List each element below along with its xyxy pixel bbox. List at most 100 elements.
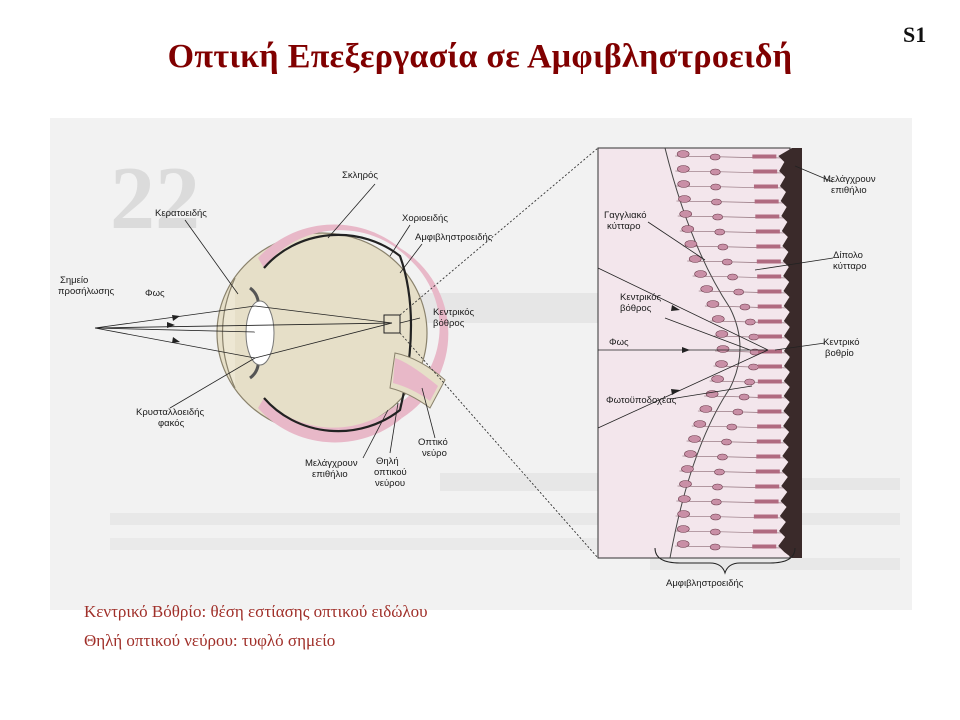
ganglion-cell (688, 435, 701, 443)
bipolar-cell (711, 498, 722, 506)
photoreceptor (757, 379, 782, 384)
retina-labels: Μελάγχρουν επιθήλιο Γαγγλιακό κύτταρο Δί… (604, 174, 876, 589)
bipolar-cell (710, 168, 721, 176)
label-optic-disc-1: Θηλή (376, 456, 399, 467)
caption-optic-disc: Θηλή οπτικού νεύρου: τυφλό σημείο (84, 631, 336, 650)
photoreceptor (757, 409, 782, 414)
label-ganglion-cell-2: κύτταρο (607, 221, 641, 232)
ganglion-cell (681, 465, 694, 473)
photoreceptor (756, 244, 781, 249)
ganglion-cell (681, 225, 695, 233)
label-bipolar-cell-1: Δίπολο (833, 250, 863, 261)
photoreceptor (757, 334, 782, 339)
eye-labels: Σκληρός Κερατοειδής Χοριοειδής Αμφιβληστ… (58, 170, 493, 489)
label-pigment-epithelium-1: Μελάγχρουν (305, 458, 358, 469)
label-sclera: Σκληρός (342, 170, 378, 181)
label-photoreceptors: Φωτοϋποδοχέας (606, 395, 677, 406)
label-fovea-2: βόθρος (433, 318, 465, 329)
ganglion-cell (716, 345, 730, 353)
bipolar-cell (721, 438, 732, 446)
photoreceptor (757, 319, 782, 324)
ganglion-cell (677, 510, 690, 518)
bipolar-cell (726, 423, 738, 431)
retina-detail (597, 147, 802, 575)
label-ganglion-cell-1: Γαγγλιακό (604, 210, 647, 221)
bipolar-cell (712, 213, 724, 221)
slide-number: S1 (903, 22, 927, 47)
photoreceptor (754, 199, 779, 204)
photoreceptor (752, 154, 777, 159)
bipolar-cell (733, 288, 745, 296)
bipolar-cell (714, 228, 726, 236)
label-retina-pigment-epithelium-2: επιθήλιο (831, 185, 867, 196)
ganglion-cell (676, 540, 690, 548)
ganglion-cell (679, 480, 692, 488)
ganglion-cell (706, 300, 720, 308)
ganglion-cell (677, 180, 691, 188)
photoreceptor (754, 499, 779, 504)
photoreceptor (753, 169, 778, 174)
photoreceptor (756, 259, 781, 264)
label-cornea: Κερατοειδής (155, 208, 207, 219)
bipolar-cell (710, 513, 721, 521)
ganglion-cell (711, 315, 725, 323)
ganglion-cell (700, 285, 714, 293)
photoreceptor (753, 514, 778, 519)
ganglion-cell (679, 210, 693, 218)
bipolar-cell (732, 408, 744, 416)
photoreceptor (753, 184, 778, 189)
bipolar-cell (709, 153, 721, 161)
label-fixation-point-1: Σημείο (60, 275, 88, 286)
bipolar-cell (717, 453, 728, 461)
bipolar-cell (709, 528, 721, 536)
caption-fovea: Κεντρικό Βόθρίο: θέση εστίασης οπτικού ε… (84, 602, 428, 621)
ganglion-cell (699, 405, 713, 413)
label-optic-disc-3: νεύρου (375, 478, 405, 489)
label-optic-nerve-1: Οπτικό (418, 437, 448, 448)
eye-retina-figure: 22 (50, 118, 912, 610)
ganglion-cell (711, 375, 724, 383)
ganglion-cell (678, 195, 691, 203)
label-retina-pigment-epithelium-1: Μελάγχρουν (823, 174, 876, 185)
bipolar-cell (709, 543, 721, 551)
photoreceptor (752, 544, 777, 549)
bipolar-cell (721, 258, 733, 266)
bipolar-cell (738, 393, 750, 401)
label-retina-fovea-left-1: Κεντρικός (620, 292, 662, 303)
ganglion-cell (676, 525, 690, 533)
bipolar-cell (711, 198, 722, 206)
label-light: Φως (145, 288, 165, 299)
photoreceptor (757, 424, 782, 429)
label-lens-1: Κρυσταλλοειδής (136, 407, 204, 418)
ganglion-cell (715, 330, 729, 338)
photoreceptor (756, 439, 781, 444)
bipolar-cell (744, 318, 756, 326)
bipolar-cell (714, 468, 725, 476)
photoreceptor (753, 529, 778, 534)
label-optic-disc-2: οπτικού (374, 467, 407, 478)
zoom-lines (399, 147, 599, 559)
label-fovea-1: Κεντρικός (433, 307, 475, 318)
retina-cells (675, 150, 789, 551)
ganglion-cell (684, 240, 698, 248)
ganglion-cell (678, 495, 691, 503)
label-retina-light: Φως (609, 337, 629, 348)
label-retina-fovea-left-2: βόθρος (620, 303, 652, 314)
leader-lines (169, 165, 834, 459)
ganglion-cell (684, 450, 697, 458)
photoreceptor (755, 484, 780, 489)
label-retina-fovea-right-2: βοθρίο (825, 348, 854, 359)
svg-text:22: 22 (110, 149, 200, 248)
ganglion-cell (676, 150, 690, 158)
photoreceptor (757, 349, 782, 354)
label-retina-fovea-right-1: Κεντρικό (823, 337, 860, 348)
captions: Κεντρικό Βόθρίο: θέση εστίασης οπτικού ε… (84, 597, 428, 655)
label-bipolar-cell-2: κύτταρο (833, 261, 867, 272)
photoreceptor (755, 229, 780, 234)
photoreceptor (757, 394, 782, 399)
bipolar-cell (739, 303, 751, 311)
photoreceptor (756, 454, 781, 459)
bipolar-cell (712, 483, 723, 491)
photoreceptor (755, 214, 780, 219)
ganglion-cell (694, 270, 707, 278)
